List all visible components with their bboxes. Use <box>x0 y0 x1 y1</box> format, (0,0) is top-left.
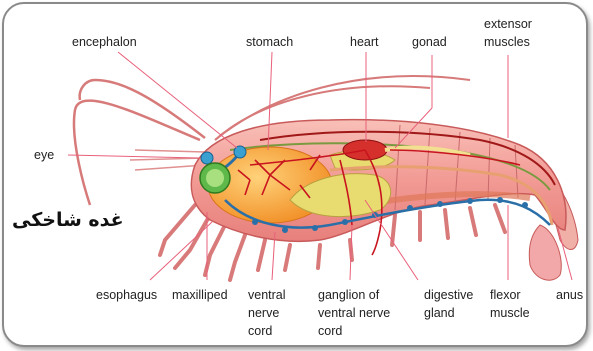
label-extensor-line1: extensor <box>484 17 532 31</box>
label-ganglion-line3: cord <box>318 324 342 338</box>
label-anus: anus <box>556 288 583 302</box>
label-digestive-line2: gland <box>424 306 455 320</box>
label-digestive-line1: digestive <box>424 288 473 302</box>
label-flexor-line1: flexor <box>490 288 521 302</box>
label-stomach: stomach <box>246 35 293 49</box>
label-esophagus: esophagus <box>96 288 157 302</box>
label-gonad: gonad <box>412 35 447 49</box>
label-maxilliped: maxilliped <box>172 288 228 302</box>
label-ventral-line1: ventral <box>248 288 286 302</box>
label-extensor-line2: muscles <box>484 35 530 49</box>
label-ganglion-line1: ganglion of <box>318 288 380 302</box>
label-encephalon: encephalon <box>72 35 137 49</box>
label-flexor-line2: muscle <box>490 306 530 320</box>
label-ventral-line3: cord <box>248 324 272 338</box>
label-ganglion-line2: ventral nerve <box>318 306 390 320</box>
label-eye: eye <box>34 148 54 162</box>
antennal-gland-inner <box>206 169 224 187</box>
encephalon-organ <box>234 146 246 158</box>
label-ventral-line2: nerve <box>248 306 279 320</box>
eye-organ <box>201 152 213 164</box>
label-antennal-gland-persian: غده شاخکی <box>12 209 124 231</box>
label-heart: heart <box>350 35 379 49</box>
